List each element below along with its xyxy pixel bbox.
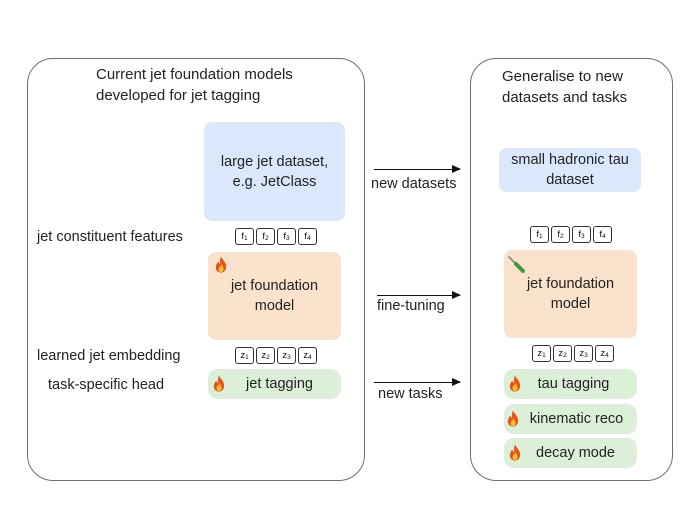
- embedding-token: z3: [277, 347, 296, 364]
- feature-token: f1: [235, 228, 254, 245]
- feature-token: f4: [593, 226, 612, 243]
- small-tau-dataset-box: small hadronic tau dataset: [499, 148, 641, 192]
- tau-tagging-head-box: tau tagging: [504, 369, 637, 399]
- screwdriver-icon: [508, 256, 525, 273]
- arrow-fine-tuning: [377, 290, 461, 299]
- right-embedding-tokens: z1 z2 z3 z4: [532, 345, 614, 362]
- left-foundation-model-box: jet foundation model: [208, 252, 341, 340]
- decay-mode-label: decay mode: [536, 445, 615, 461]
- feature-token: f3: [572, 226, 591, 243]
- fire-icon: [508, 375, 522, 392]
- arrow-label-new-datasets: new datasets: [371, 176, 457, 192]
- kinematic-reco-label: kinematic reco: [529, 411, 624, 427]
- feature-token: f1: [530, 226, 549, 243]
- label-learned-jet-embedding: learned jet embedding: [37, 348, 181, 364]
- large-dataset-box: large jet dataset, e.g. JetClass: [204, 122, 345, 221]
- right-panel-title: Generalise to new datasets and tasks: [502, 68, 628, 106]
- embedding-token: z2: [553, 345, 572, 362]
- feature-token: f2: [551, 226, 570, 243]
- embedding-token: z1: [235, 347, 254, 364]
- feature-token: f4: [298, 228, 317, 245]
- embedding-token: z4: [595, 345, 614, 362]
- left-feature-tokens: f1 f2 f3 f4: [235, 228, 317, 245]
- embedding-token: z3: [574, 345, 593, 362]
- right-feature-tokens: f1 f2 f3 f4: [530, 226, 612, 243]
- kinematic-reco-head-box: kinematic reco: [504, 404, 637, 434]
- embedding-token: z2: [256, 347, 275, 364]
- arrow-new-tasks: [374, 377, 461, 386]
- embedding-token: z1: [532, 345, 551, 362]
- arrow-label-new-tasks: new tasks: [378, 386, 443, 402]
- fire-icon: [212, 375, 226, 392]
- label-task-specific-head: task-specific head: [48, 377, 165, 393]
- arrow-new-datasets: [374, 164, 461, 173]
- feature-token: f2: [256, 228, 275, 245]
- embedding-token: z4: [298, 347, 317, 364]
- arrow-label-fine-tuning: fine-tuning: [377, 298, 445, 314]
- fire-icon: [508, 444, 522, 461]
- jet-tagging-head-box: jet tagging: [208, 369, 341, 399]
- left-panel-title: Current jet foundation models developed …: [96, 66, 293, 104]
- feature-token: f3: [277, 228, 296, 245]
- tau-tagging-label: tau tagging: [537, 376, 610, 392]
- fire-icon: [506, 410, 520, 427]
- jet-tagging-label: jet tagging: [246, 376, 313, 392]
- left-embedding-tokens: z1 z2 z3 z4: [235, 347, 317, 364]
- right-foundation-model-box: jet foundation model: [504, 250, 637, 338]
- decay-mode-head-box: decay mode: [504, 438, 637, 468]
- fire-icon: [214, 256, 228, 273]
- label-jet-constituent-features: jet constituent features: [37, 229, 183, 245]
